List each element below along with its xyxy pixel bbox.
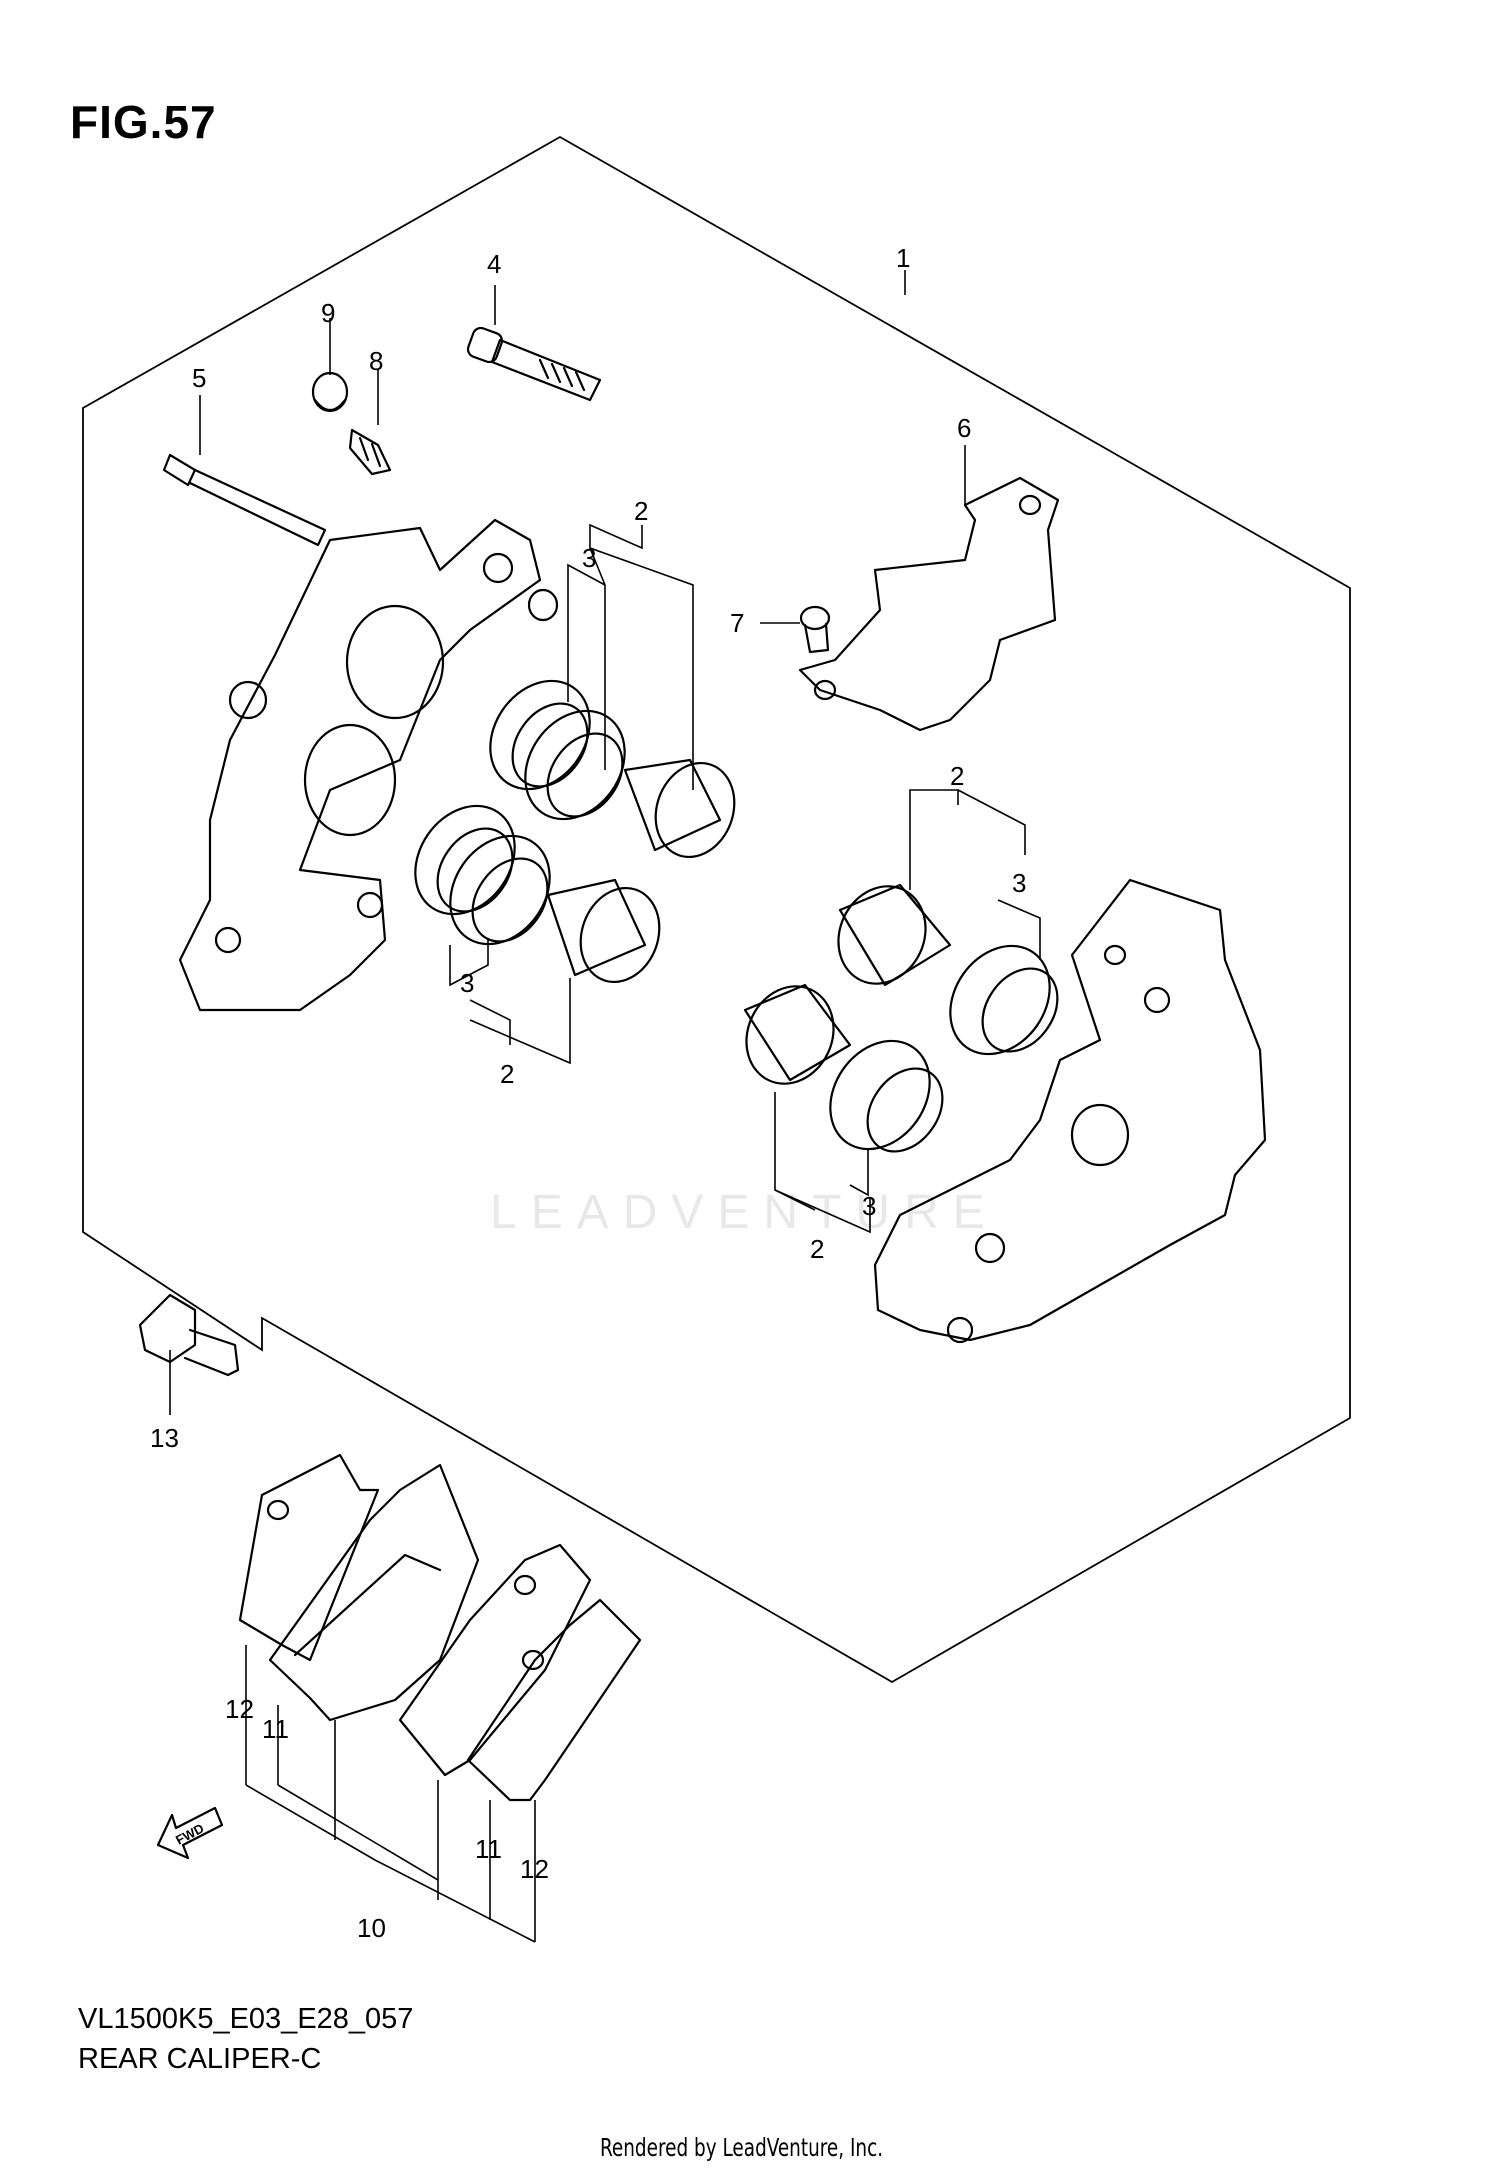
assembly-outline — [82, 135, 1351, 1684]
callout-1[interactable]: 1 — [896, 243, 910, 273]
callout-3-lower-left[interactable]: 3 — [460, 968, 474, 998]
forward-label: FWD — [173, 1821, 206, 1848]
caliper-bracket — [178, 518, 542, 1012]
callout-12-left[interactable]: 12 — [225, 1694, 254, 1724]
brake-pad-11-left[interactable] — [268, 1463, 480, 1722]
callout-5[interactable]: 5 — [192, 363, 206, 393]
callout-4[interactable]: 4 — [487, 249, 501, 279]
callout-11-left[interactable]: 11 — [262, 1714, 289, 1744]
callout-labels: 1 2 3 3 2 2 3 3 2 4 5 6 7 8 9 13 12 11 1… — [150, 243, 1026, 1943]
dust-seal-upper[interactable] — [505, 692, 645, 839]
screw-7[interactable] — [799, 605, 831, 654]
pad-shim-12-left[interactable] — [238, 1453, 380, 1662]
watermark: LEADVENTURE — [490, 1186, 999, 1239]
callout-12-right[interactable]: 12 — [520, 1854, 549, 1884]
piston-right-lower[interactable] — [731, 972, 852, 1098]
pad-shim-12-right[interactable] — [466, 1598, 642, 1802]
callout-11-right[interactable]: 11 — [475, 1834, 502, 1864]
callout-10[interactable]: 10 — [357, 1913, 386, 1943]
callout-2-right-lower[interactable]: 2 — [810, 1234, 824, 1264]
caliper-body — [873, 878, 1267, 1344]
callout-9[interactable]: 9 — [321, 298, 335, 328]
footer-credit: Rendered by LeadVenture, Inc. — [600, 2133, 884, 2162]
reference-lines — [169, 270, 1041, 1943]
bracket-plate-6[interactable] — [798, 476, 1060, 732]
callout-13[interactable]: 13 — [150, 1423, 179, 1453]
forward-arrow-icon: FWD — [156, 1806, 224, 1860]
dust-seal-lower[interactable] — [430, 817, 570, 964]
bleeder-cap-9[interactable] — [311, 371, 349, 413]
callout-6[interactable]: 6 — [957, 413, 971, 443]
section-name: REAR CALIPER-C — [78, 2043, 322, 2075]
pad-pin-5[interactable] — [162, 453, 327, 547]
callout-8[interactable]: 8 — [369, 346, 383, 376]
bleeder-valve-8[interactable] — [348, 428, 392, 476]
seal-right-upper[interactable] — [930, 927, 1073, 1074]
callout-2-lower-left[interactable]: 2 — [500, 1059, 514, 1089]
seal-right-lower[interactable] — [810, 1022, 958, 1169]
callout-2-right-upper[interactable]: 2 — [950, 761, 964, 791]
bolt-4[interactable] — [466, 326, 602, 402]
piston-seal-lower[interactable] — [395, 787, 535, 934]
piston-seal-upper[interactable] — [470, 662, 610, 809]
washer — [527, 588, 559, 622]
callout-3-upper-left[interactable]: 3 — [582, 543, 596, 573]
brake-pad-11-right[interactable] — [398, 1543, 592, 1777]
callout-7[interactable]: 7 — [730, 608, 744, 638]
piston-lower[interactable] — [546, 877, 672, 993]
callout-3-right-upper[interactable]: 3 — [1012, 868, 1026, 898]
piston-upper[interactable] — [623, 752, 747, 868]
model-code: VL1500K5_E03_E28_057 — [78, 2003, 414, 2035]
callout-3-right-lower[interactable]: 3 — [862, 1191, 876, 1221]
piston-right-upper[interactable] — [823, 872, 952, 998]
figure-title: FIG.57 — [70, 96, 217, 148]
bolt-13[interactable] — [138, 1293, 240, 1377]
callout-2-upper-left[interactable]: 2 — [634, 496, 648, 526]
